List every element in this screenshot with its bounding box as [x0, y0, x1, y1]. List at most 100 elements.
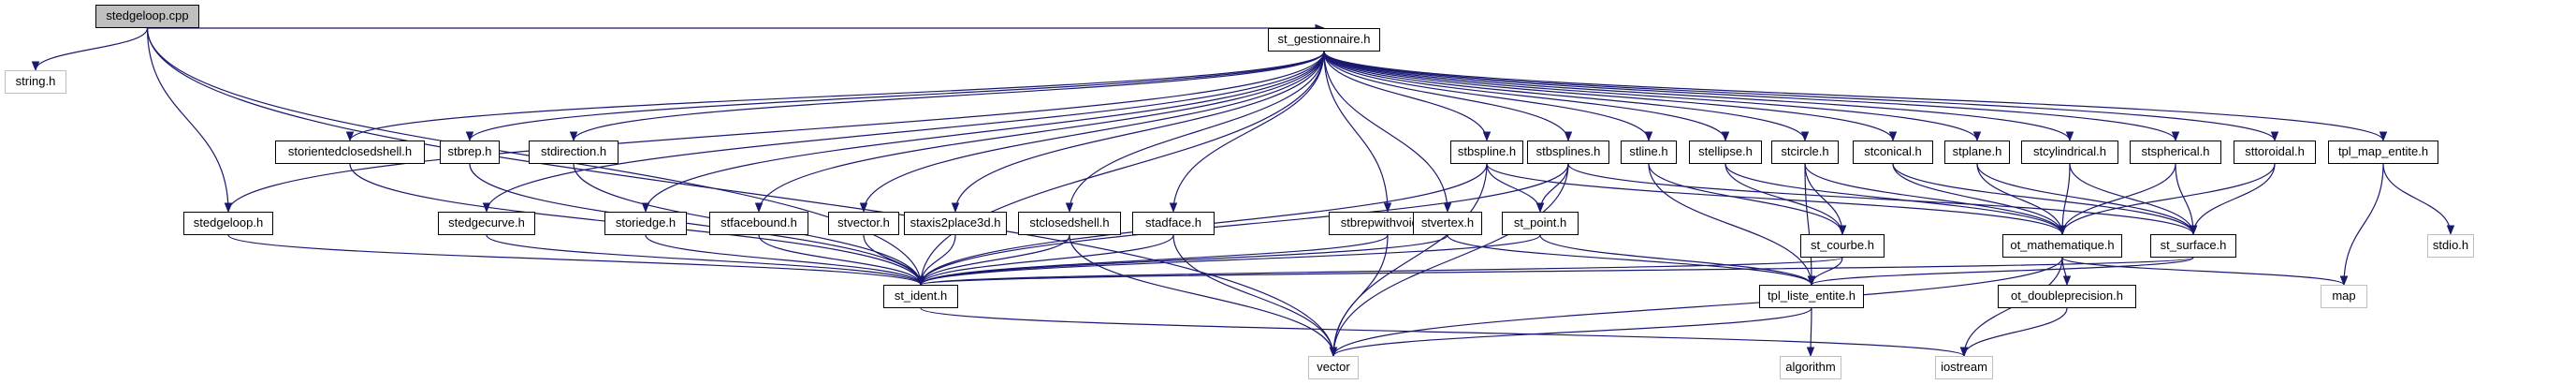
edge-stedgecurve-h-to-st-ident-h	[486, 234, 925, 287]
node-st-ident-h[interactable]: st_ident.h	[883, 285, 958, 308]
edge-st-courbe-h-to-st-ident-h	[917, 257, 1843, 287]
node-stline-h[interactable]: stline.h	[1621, 141, 1677, 164]
edge-st-gestionnaire-h-to-stplane-h	[1323, 51, 1982, 142]
node-stedgeloop-cpp[interactable]: stedgeloop.cpp	[95, 5, 199, 28]
edge-st-gestionnaire-h-to-stdirection-h	[569, 51, 1325, 142]
node-st-courbe-h[interactable]: st_courbe.h	[1800, 234, 1885, 258]
edge-sttoroidal-h-to-st-surface-h	[2189, 163, 2276, 236]
node-algorithm[interactable]: algorithm	[1780, 356, 1841, 379]
node-st-gestionnaire-h[interactable]: st_gestionnaire.h	[1268, 28, 1380, 52]
node-st-point-h[interactable]: st_point.h	[1502, 212, 1579, 235]
edge-st-point-h-to-tpl-liste-entite-h	[1539, 234, 1816, 287]
node-stbsplines-h[interactable]: stbsplines.h	[1527, 141, 1609, 164]
edge-st-gestionnaire-h-to-stclosedshell-h	[1065, 51, 1325, 214]
edge-stplane-h-to-ot-mathematique-h	[1976, 163, 2067, 236]
edge-stvertex-h-to-st-ident-h	[916, 234, 1448, 287]
edge-st-gestionnaire-h-to-sttoroidal-h	[1323, 51, 2279, 142]
edge-st-gestionnaire-h-to-stcircle-h	[1323, 51, 1810, 142]
node-tpl-liste-entite-h[interactable]: tpl_liste_entite.h	[1759, 285, 1864, 308]
edge-st-gestionnaire-h-to-stadface-h	[1169, 51, 1325, 214]
edge-stcylindrical-h-to-ot-mathematique-h	[2058, 163, 2071, 236]
node-stspherical-h[interactable]: stspherical.h	[2130, 141, 2221, 164]
edge-stadface-h-to-st-ident-h	[916, 234, 1174, 287]
node-string-h[interactable]: string.h	[5, 70, 66, 94]
edge-st-ident-h-to-iostream	[920, 307, 1968, 358]
edge-stedgeloop-cpp-to-stedgeloop-h	[146, 27, 233, 214]
edge-storiedge-h-to-st-ident-h	[645, 234, 925, 287]
edge-st-gestionnaire-h-to-storientedclosedshell-h	[345, 51, 1325, 142]
edge-st-gestionnaire-h-to-stbrep-h	[465, 51, 1325, 142]
edge-st-point-h-to-st-ident-h	[916, 234, 1541, 287]
node-stellipse-h[interactable]: stellipse.h	[1689, 141, 1762, 164]
node-map[interactable]: map	[2321, 285, 2367, 308]
edge-st-gestionnaire-h-to-stedgeloop-h	[224, 51, 1325, 214]
edge-ot-doubleprecision-h-to-iostream	[1959, 307, 2068, 358]
edge-st-gestionnaire-h-to-stellipse-h	[1323, 51, 1730, 142]
node-staxis2place3d-h[interactable]: staxis2place3d.h	[904, 212, 1007, 235]
edge-stcircle-h-to-st-courbe-h	[1804, 163, 1847, 236]
node-stbrep-h[interactable]: stbrep.h	[440, 141, 500, 164]
node-stconical-h[interactable]: stconical.h	[1853, 141, 1933, 164]
edge-tpl-liste-entite-h-to-vector	[1329, 307, 1812, 358]
edge-st-gestionnaire-h-to-stconical-h	[1323, 51, 1898, 142]
edge-stbspline-h-to-vector	[1329, 163, 1488, 358]
edge-stcircle-h-to-tpl-liste-entite-h	[1804, 163, 1816, 287]
node-stplane-h[interactable]: stplane.h	[1944, 141, 2010, 164]
edge-stvertex-h-to-tpl-liste-entite-h	[1447, 234, 1816, 287]
node-ot-doubleprecision-h[interactable]: ot_doubleprecision.h	[1998, 285, 2136, 308]
node-tpl-map-entite-h[interactable]: tpl_map_entite.h	[2328, 141, 2438, 164]
edge-ot-mathematique-h-to-map	[2061, 257, 2349, 287]
edge-stbsplines-h-to-st-ident-h	[916, 163, 1569, 287]
edge-st-gestionnaire-h-to-stbspline-h	[1323, 51, 1492, 142]
edge-st-gestionnaire-h-to-staxis2place3d-h	[951, 51, 1325, 214]
node-stbspline-h[interactable]: stbspline.h	[1450, 141, 1523, 164]
edge-stfacebound-h-to-st-ident-h	[758, 234, 925, 287]
node-vector[interactable]: vector	[1308, 356, 1359, 379]
edge-st-gestionnaire-h-to-storiedge-h	[641, 51, 1325, 214]
edge-stline-h-to-st-courbe-h	[1648, 163, 1847, 236]
node-stedgecurve-h[interactable]: stedgecurve.h	[438, 212, 535, 235]
edge-stconical-h-to-ot-mathematique-h	[1892, 163, 2067, 236]
node-iostream[interactable]: iostream	[1935, 356, 1993, 379]
edge-stline-h-to-tpl-liste-entite-h	[1648, 163, 1816, 287]
edge-st-gestionnaire-h-to-stvertex-h	[1323, 51, 1452, 214]
edge-st-gestionnaire-h-to-stfacebound-h	[754, 51, 1325, 214]
node-stfacebound-h[interactable]: stfacebound.h	[709, 212, 808, 235]
node-stcylindrical-h[interactable]: stcylindrical.h	[2021, 141, 2118, 164]
edge-stbrepwithvoids-h-to-st-ident-h	[916, 234, 1389, 287]
node-stedgeloop-h[interactable]: stedgeloop.h	[183, 212, 273, 235]
edge-stconical-h-to-st-surface-h	[1892, 163, 2198, 236]
node-stcircle-h[interactable]: stcircle.h	[1771, 141, 1839, 164]
edge-st-gestionnaire-h-to-stcylindrical-h	[1323, 51, 2074, 142]
edge-tpl-map-entite-h-to-stdio-h	[2382, 163, 2455, 236]
edge-sttoroidal-h-to-ot-mathematique-h	[2058, 163, 2276, 236]
node-st-surface-h[interactable]: st_surface.h	[2150, 234, 2236, 258]
edge-stedgeloop-cpp-to-string-h	[31, 27, 149, 72]
node-storiedge-h[interactable]: storiedge.h	[604, 212, 687, 235]
edge-st-gestionnaire-h-to-stbsplines-h	[1323, 51, 1573, 142]
edge-stcylindrical-h-to-st-surface-h	[2069, 163, 2198, 236]
node-sttoroidal-h[interactable]: sttoroidal.h	[2234, 141, 2316, 164]
edge-st-surface-h-to-st-ident-h	[917, 257, 2194, 287]
edge-stplane-h-to-st-surface-h	[1976, 163, 2198, 236]
edge-st-gestionnaire-h-to-stline-h	[1323, 51, 1653, 142]
edge-ot-mathematique-h-to-vector	[1329, 257, 2063, 358]
edge-tpl-liste-entite-h-to-algorithm	[1806, 307, 1815, 358]
edge-stedgeloop-cpp-to-vector	[146, 27, 1338, 358]
node-stvector-h[interactable]: stvector.h	[828, 212, 899, 235]
edge-st-surface-h-to-tpl-liste-entite-h	[1807, 257, 2194, 287]
edge-st-gestionnaire-h-to-st-ident-h	[916, 51, 1325, 287]
node-stdio-h[interactable]: stdio.h	[2427, 234, 2474, 258]
edge-stellipse-h-to-st-courbe-h	[1725, 163, 1847, 236]
node-stadface-h[interactable]: stadface.h	[1132, 212, 1215, 235]
node-stvertex-h[interactable]: stvertex.h	[1413, 212, 1482, 235]
node-stclosedshell-h[interactable]: stclosedshell.h	[1018, 212, 1121, 235]
node-storientedclosedshell-h[interactable]: storientedclosedshell.h	[275, 141, 425, 164]
edge-ot-mathematique-h-to-ot-doubleprecision-h	[2061, 257, 2072, 287]
edge-tpl-map-entite-h-to-map	[2339, 163, 2384, 287]
edge-stbspline-h-to-ot-mathematique-h	[1486, 163, 2067, 236]
node-ot-mathematique-h[interactable]: ot_mathematique.h	[2002, 234, 2122, 258]
node-stdirection-h[interactable]: stdirection.h	[529, 141, 619, 164]
edge-st-gestionnaire-h-to-tpl-map-entite-h	[1323, 51, 2388, 142]
